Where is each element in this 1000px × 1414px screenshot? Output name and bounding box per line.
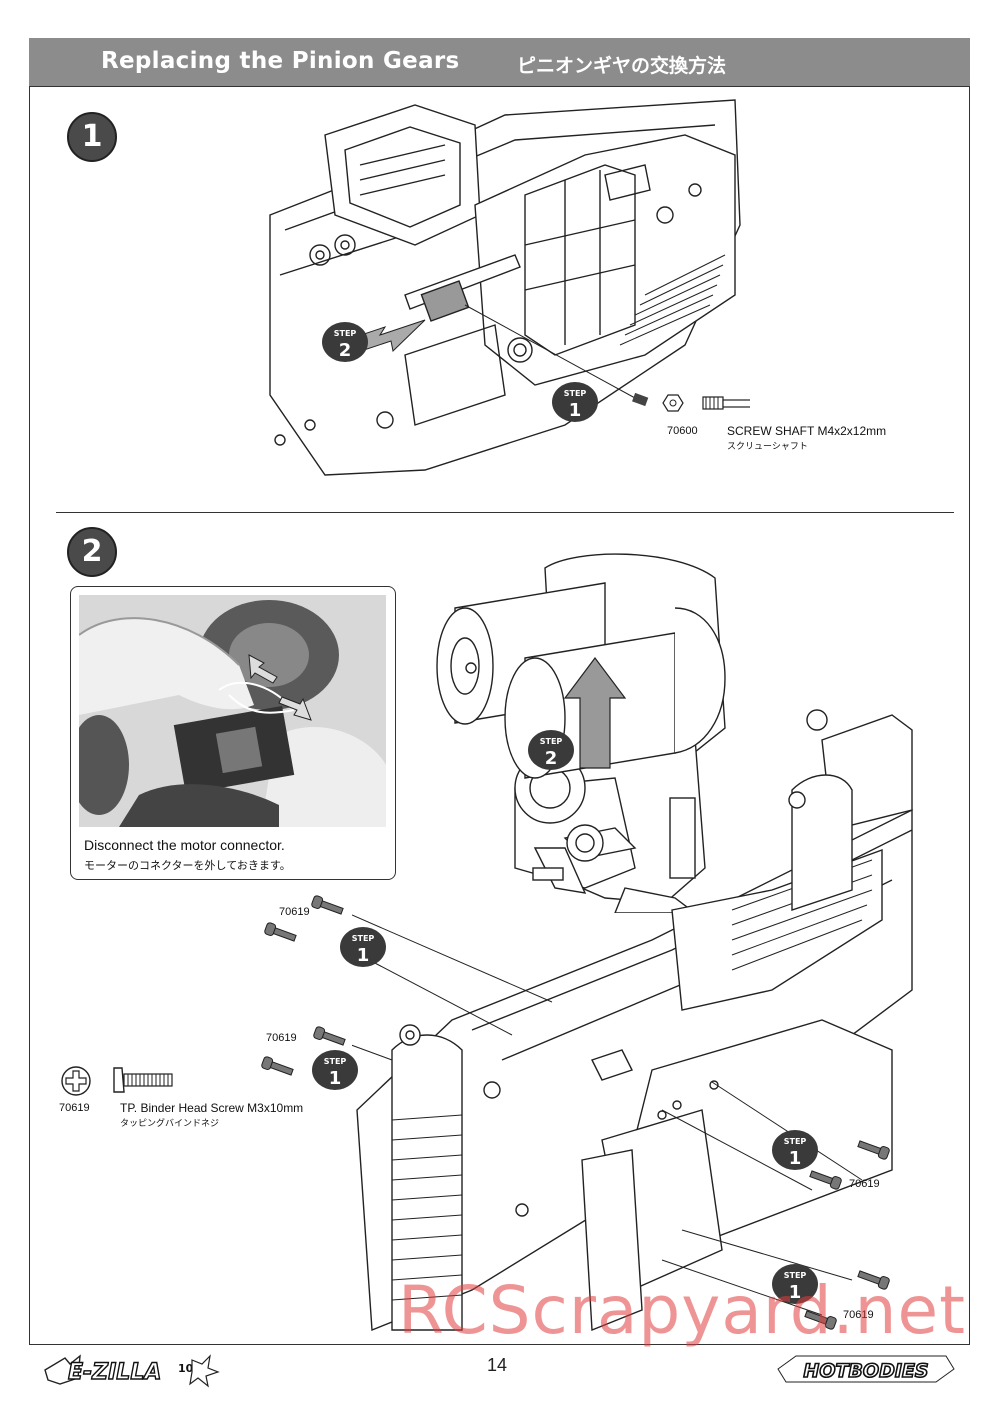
stage-badge-number: 1: [357, 945, 370, 966]
screw-label: 70619: [266, 1032, 297, 1044]
binder-screw-icon: [113, 1067, 173, 1093]
page-title: Replacing the Pinion Gears: [101, 48, 460, 74]
photo-callout: Disconnect the motor connector. モーターのコネク…: [70, 586, 396, 880]
chassis-illustration-1: [269, 99, 750, 476]
stage-badge-number: 1: [329, 1068, 342, 1089]
page-number: 14: [487, 1355, 508, 1375]
step-number-badge-1: 1: [67, 112, 117, 162]
motor-gearbox-illustration: [436, 553, 726, 913]
screw-icons: [261, 895, 890, 1330]
step-number-badge-2: 2: [67, 527, 117, 577]
logo-left-sub: 10: [178, 1362, 194, 1375]
stage-badge-word: STEP: [334, 329, 357, 338]
screw-label: 70619: [843, 1309, 874, 1321]
photo-caption-jp: モーターのコネクターを外しておきます。: [84, 860, 291, 872]
stage-badge-step1-d: STEP 1: [772, 1130, 818, 1170]
part-name-jp: スクリューシャフト: [727, 441, 808, 451]
screw-label: 70619: [279, 906, 310, 918]
legend-part-name-jp: タッピングバインドネジ: [120, 1118, 220, 1128]
stage-badge-word: STEP: [324, 1057, 347, 1066]
chassis-illustration-2: [352, 709, 913, 1332]
legend-part-number: 70619: [59, 1102, 90, 1114]
stage-badge-word: STEP: [784, 1271, 807, 1280]
stage-badge-word: STEP: [352, 934, 375, 943]
part-name: SCREW SHAFT M4x2x12mm: [727, 424, 887, 438]
hotbodies-logo: HOTBODIES: [777, 1355, 955, 1383]
stage-badge-step1-a: STEP 1: [552, 382, 598, 422]
stage-badge-number: 1: [789, 1148, 802, 1169]
stage-badge-number: 2: [545, 748, 558, 769]
stage-badge-step1-b: STEP 1: [340, 927, 386, 967]
hands-connector-photo: [79, 595, 386, 827]
stage-badge-word: STEP: [540, 737, 563, 746]
logo-right-text: HOTBODIES: [803, 1360, 928, 1382]
logo-left-text: E-ZILLA: [68, 1360, 161, 1385]
stage-badge-step1-e: STEP 1: [772, 1264, 818, 1304]
stage-badge-step2-a: STEP 2: [322, 322, 368, 362]
screw-label: 70619: [849, 1178, 880, 1190]
photo-caption: Disconnect the motor connector.: [84, 837, 285, 853]
stage-badge-step2-b: STEP 2: [528, 730, 574, 770]
stage-badge-word: STEP: [564, 389, 587, 398]
part-number-70600: 70600: [667, 425, 698, 437]
stage-badge-number: 1: [569, 400, 582, 421]
e-zilla-logo: E-ZILLA 10: [44, 1354, 220, 1388]
stage-badge-number: 1: [789, 1282, 802, 1303]
stage-badge-step1-c: STEP 1: [312, 1050, 358, 1090]
stage-badge-word: STEP: [784, 1137, 807, 1146]
stage-badge-number: 2: [339, 340, 352, 361]
section-divider: [56, 512, 954, 513]
legend-part-name: TP. Binder Head Screw M3x10mm: [120, 1101, 304, 1115]
page-title-jp: ピニオンギヤの交換方法: [517, 55, 727, 77]
watermark: RCScrapyard.net: [398, 1272, 966, 1349]
page-header: Replacing the Pinion Gears ピニオンギヤの交換方法: [29, 38, 970, 87]
phillips-head-icon: [61, 1066, 91, 1096]
